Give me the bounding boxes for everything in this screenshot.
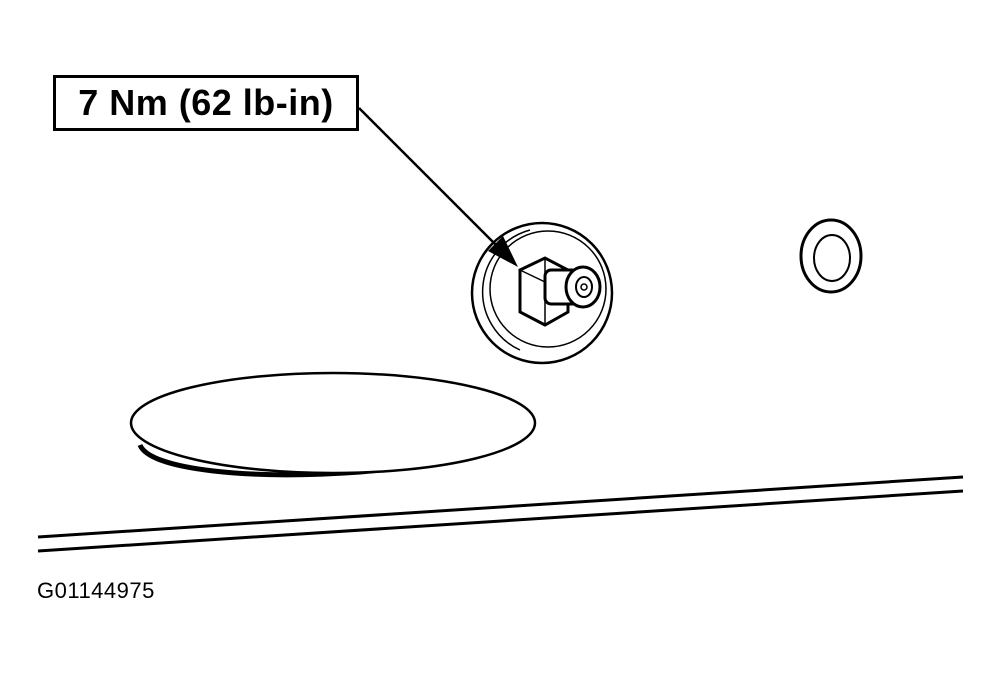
torque-label: 7 Nm (62 lb-in) — [78, 82, 334, 123]
hex-nut-fitting-icon — [470, 221, 614, 365]
torque-callout: 7 Nm (62 lb-in) — [53, 75, 359, 131]
round-hole — [799, 218, 863, 294]
arrow-pointer-icon — [358, 107, 518, 267]
panel-edge — [37, 475, 964, 553]
figure-id: G01144975 — [37, 578, 155, 603]
oval-opening — [129, 371, 537, 478]
